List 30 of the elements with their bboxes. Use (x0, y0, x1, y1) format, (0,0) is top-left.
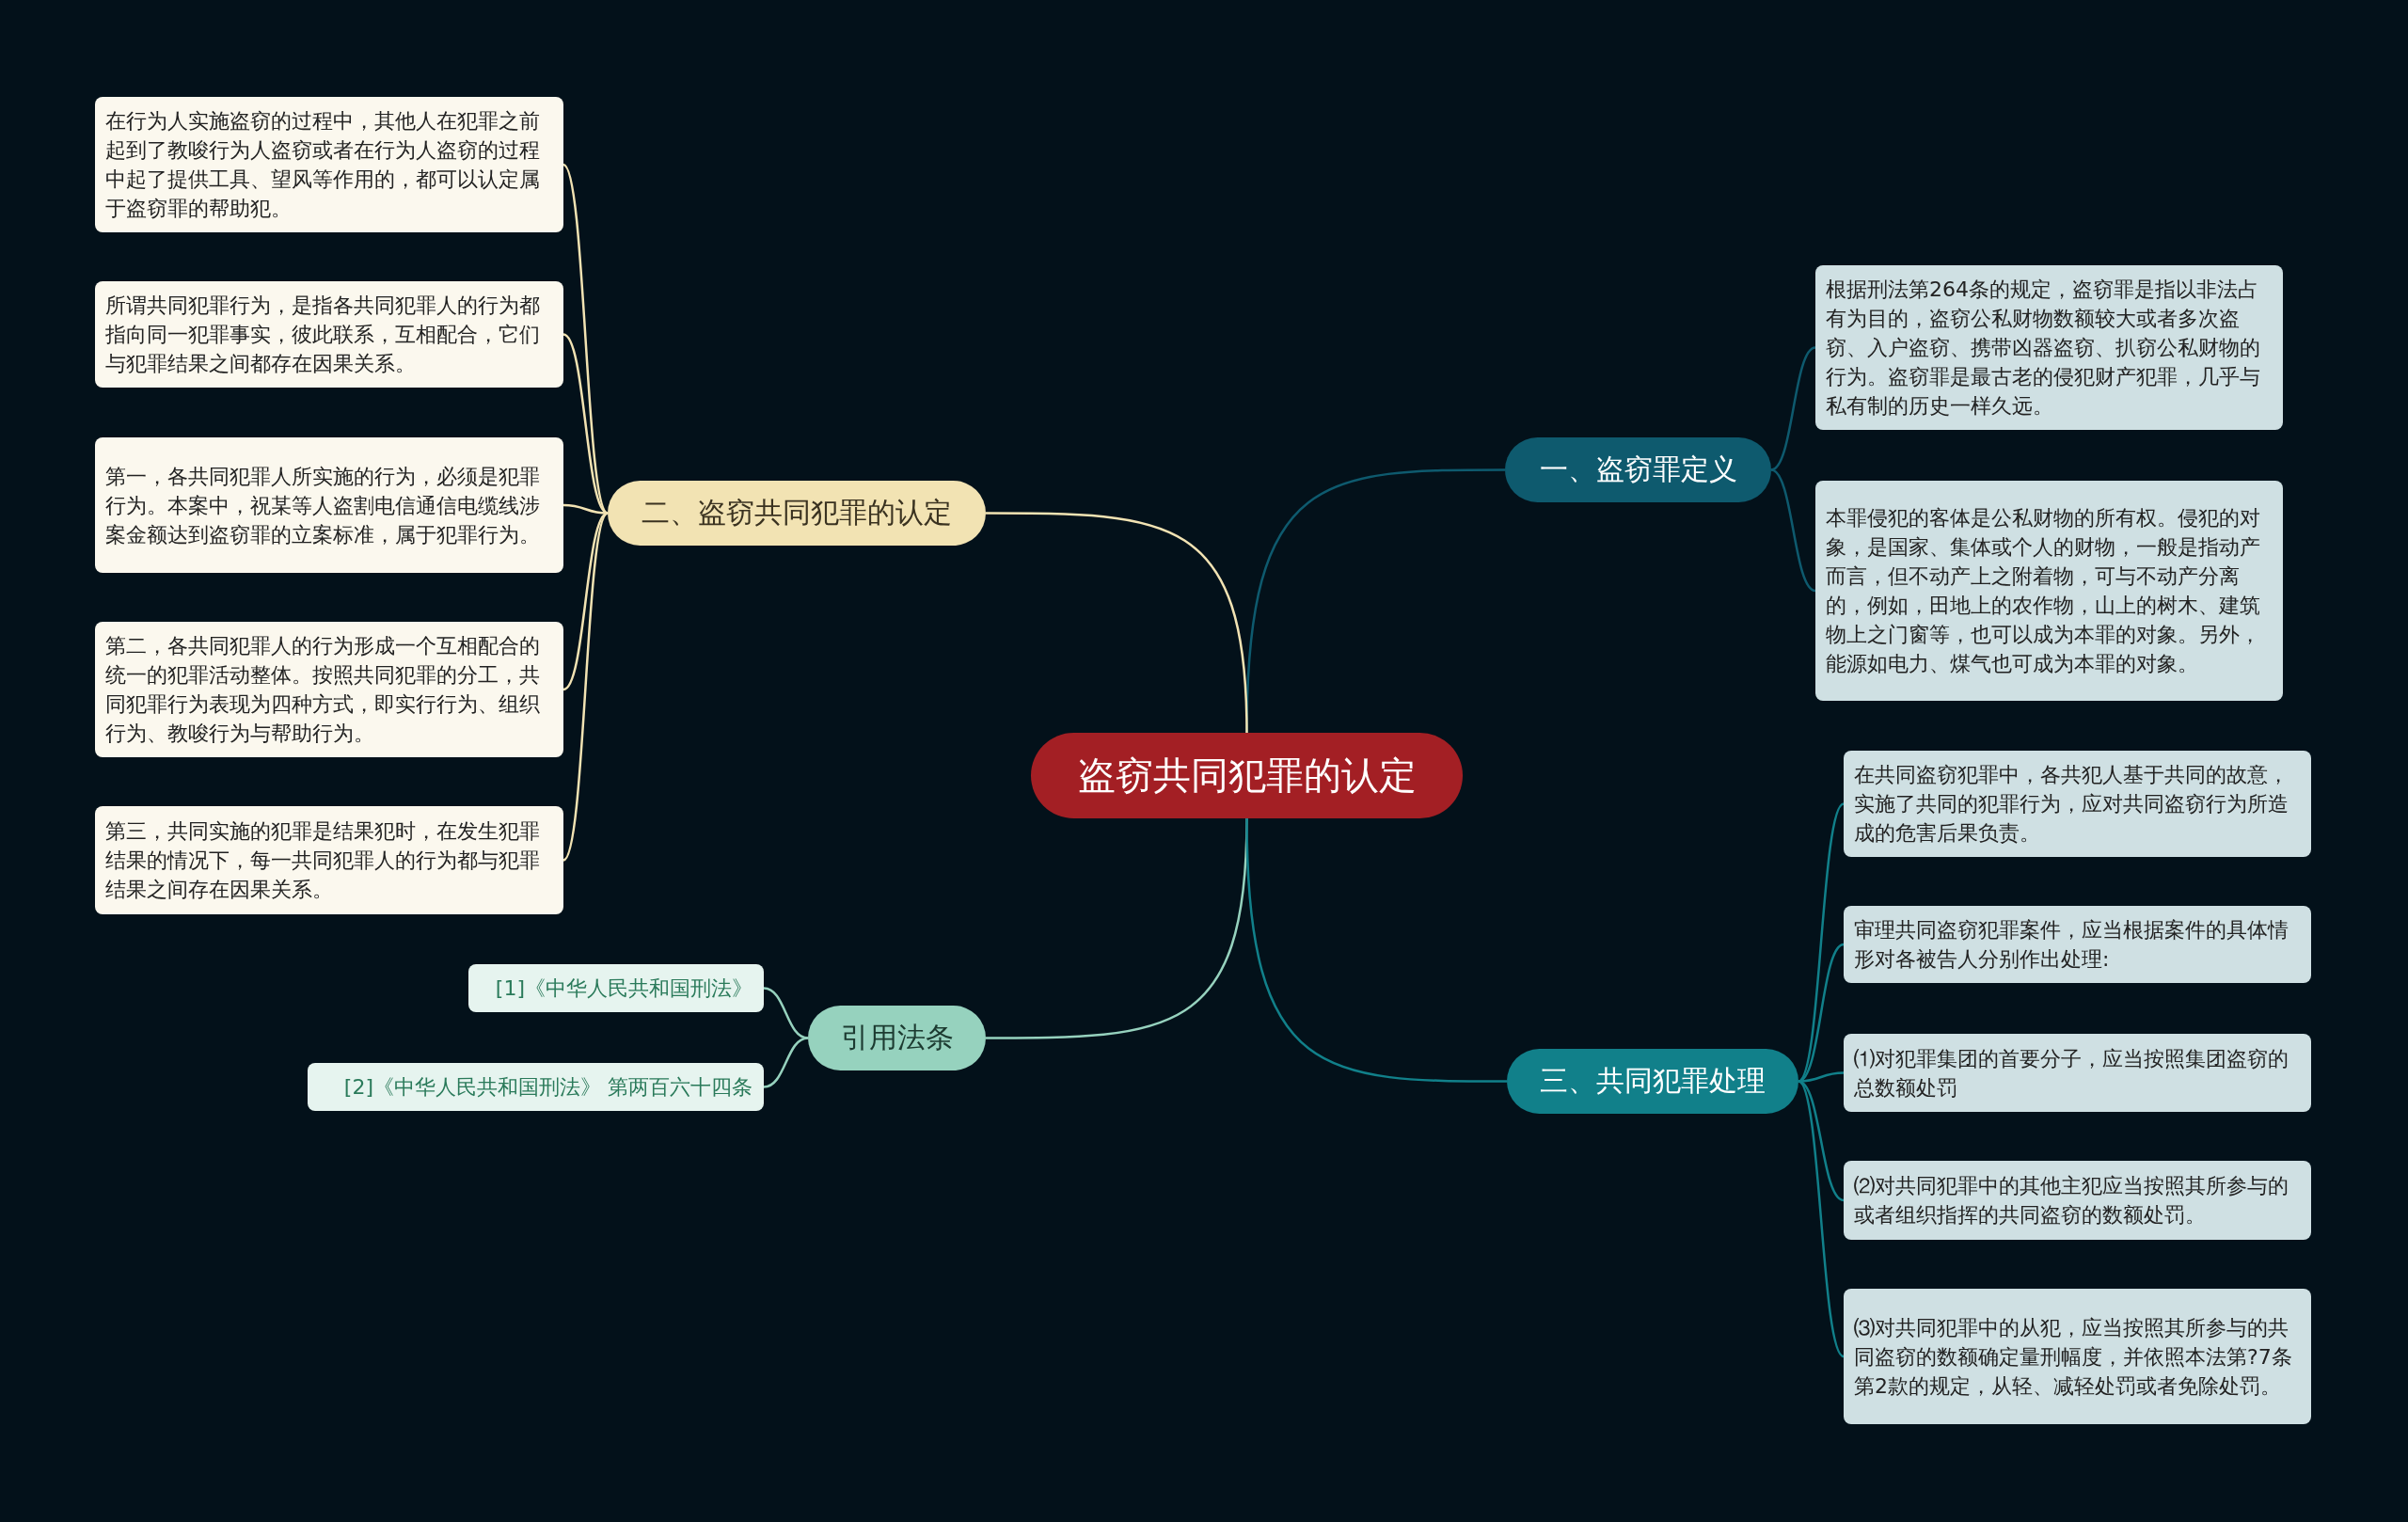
connector-line (562, 512, 609, 691)
note-box: 第一，各共同犯罪人所实施的行为，必须是犯罪行为。本案中，祝某等人盗割电信通信电缆线涉案金额达到盗窃罪的立案标准，属于犯罪行为。 (95, 437, 563, 573)
note-box: 本罪侵犯的客体是公私财物的所有权。侵犯的对象，是国家、集体或个人的财物，一般是指动产而言，但不动产上之附着物，可与不动产分离的，例如，田地上的农作物，山上的树木、建筑物上之门窗等，也可以成为本罪的对象。另外，能源如电力、煤气也可成为本罪的对象。 (1815, 481, 2283, 701)
reference-box: [2]《中华人民共和国刑法》 第两百六十四条 (308, 1063, 764, 1111)
reference-box: [1]《中华人民共和国刑法》 (468, 964, 764, 1012)
note-box: 第三，共同实施的犯罪是结果犯时，在发生犯罪结果的情况下，每一共同犯罪人的行为都与犯罪结果之间存在因果关系。 (95, 806, 563, 914)
note-box: 根据刑法第264条的规定，盗窃罪是指以非法占有为目的，盗窃公私财物数额较大或者多次盗窃、入户盗窃、携带凶器盗窃、扒窃公私财物的行为。盗窃罪是最古老的侵犯财产犯罪，几乎与私有制的历史一样久远。 (1815, 265, 2283, 430)
topic-box: 引用法条 (808, 1006, 986, 1070)
connector-line (1770, 468, 1816, 593)
topic-box: 一、盗窃罪定义 (1505, 437, 1771, 502)
note-box: 所谓共同犯罪行为，是指各共同犯罪人的行为都指向同一犯罪事实，彼此联系，互相配合，它们与犯罪结果之间都存在因果关系。 (95, 281, 563, 388)
note-box: ⑴对犯罪集团的首要分子，应当按照集团盗窃的总数额处罚 (1844, 1034, 2311, 1112)
connector-line (1770, 346, 1816, 471)
note-box: 审理共同盗窃犯罪案件，应当根据案件的具体情形对各被告人分别作出处理: (1844, 906, 2311, 983)
connector-line (562, 512, 609, 862)
connector-line (562, 333, 609, 515)
note-box: ⑶对共同犯罪中的从犯，应当按照其所参与的共同盗窃的数额确定量刑幅度，并依照本法第?7条第2款的规定，从轻、减轻处罚或者免除处罚。 (1844, 1289, 2311, 1424)
note-box: 第二，各共同犯罪人的行为形成一个互相配合的统一的犯罪活动整体。按照共同犯罪的分工，共同犯罪行为表现为四种方式，即实行行为、组织行为、教唆行为与帮助行为。 (95, 622, 563, 757)
note-box: 在共同盗窃犯罪中，各共犯人基于共同的故意，实施了共同的犯罪行为，应对共同盗窃行为所造成的危害后果负责。 (1844, 751, 2311, 857)
connector-line (763, 987, 809, 1039)
connector-line (763, 1037, 809, 1088)
connector-line (986, 512, 1248, 734)
topic-box: 三、共同犯罪处理 (1507, 1049, 1798, 1114)
note-box: 在行为人实施盗窃的过程中，其他人在犯罪之前起到了教唆行为人盗窃或者在行为人盗窃的过程中起了提供工具、望风等作用的，都可以认定属于盗窃罪的帮助犯。 (95, 97, 563, 232)
connector-line (562, 164, 609, 515)
connector-line (1245, 817, 1507, 1083)
note-box: ⑵对共同犯罪中的其他主犯应当按照其所参与的或者组织指挥的共同盗窃的数额处罚。 (1844, 1161, 2311, 1240)
topic-box: 二、盗窃共同犯罪的认定 (608, 481, 986, 546)
connector-line (1798, 1080, 1845, 1357)
central-topic: 盗窃共同犯罪的认定 (1031, 733, 1463, 818)
